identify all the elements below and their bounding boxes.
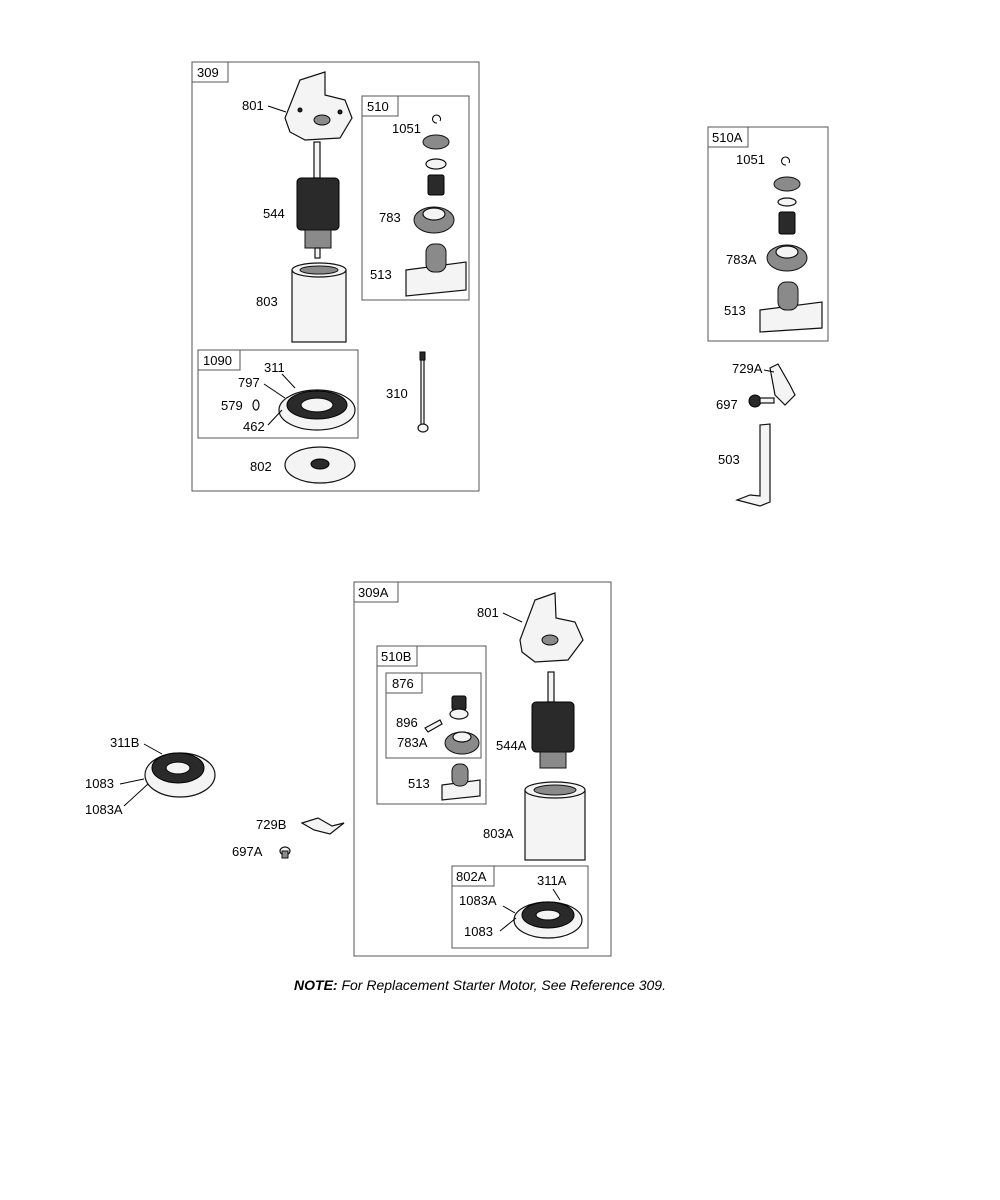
part-697A-label: 697A [232, 844, 263, 859]
note-prefix: NOTE: [294, 977, 338, 993]
part-803-label: 803 [256, 294, 278, 309]
kit-309-box [191, 61, 480, 492]
part-801-label-b: 801 [477, 605, 499, 620]
part-1083A-label-b: 1083A [459, 893, 497, 908]
part-803A-label: 803A [483, 826, 514, 841]
kit-510B-label: 510B [381, 649, 411, 664]
part-876-stack-shape [424, 695, 469, 733]
part-311A-label: 311A [537, 873, 567, 888]
kit-802A-box [451, 865, 589, 949]
part-802A-brush-holder-shape [513, 901, 583, 939]
kit-309A-group: 309A 801 510B 876 896 783A 513 [353, 581, 612, 957]
kit-510B-box [376, 645, 487, 805]
part-783A-label: 783A [726, 252, 757, 267]
part-513-shape-b [759, 281, 823, 333]
part-801-label: 801 [242, 98, 264, 113]
kit-510-box [361, 95, 470, 301]
kit-876-label: 876 [392, 676, 414, 691]
part-697-label: 697 [716, 397, 738, 412]
part-729B-label: 729B [256, 817, 286, 832]
part-544-label: 544 [263, 206, 285, 221]
part-1051-label-b: 1051 [736, 152, 765, 167]
kit-510A-tag [707, 126, 749, 148]
part-1083-label-b: 1083 [464, 924, 493, 939]
kit-876-box [385, 672, 482, 759]
part-311-label: 311 [264, 360, 285, 375]
part-513-label-c: 513 [408, 776, 430, 791]
part-729A-label: 729A [732, 361, 763, 376]
part-513-label-b: 513 [724, 303, 746, 318]
kit-802A-label: 802A [456, 869, 487, 884]
part-801-shape-b [519, 592, 584, 663]
part-783A-shape [766, 244, 808, 272]
part-1083A-label: 1083A [85, 802, 123, 817]
part-510A-stack-shape [773, 176, 801, 235]
kit-510A-box [707, 126, 829, 342]
kit-309A-label: 309A [358, 585, 389, 600]
part-797-label: 797 [238, 375, 260, 390]
part-783-shape [413, 206, 455, 234]
kit-1090-label: 1090 [203, 353, 232, 368]
kit-510-label: 510 [367, 99, 389, 114]
part-311B-label: 311B [110, 735, 139, 750]
part-503-shape [735, 423, 771, 507]
part-802-shape [284, 446, 356, 484]
part-310-shape [417, 351, 429, 433]
part-697A-shape [279, 846, 291, 859]
kit-510A-label: 510A [712, 130, 743, 145]
kit-802A-tag [451, 865, 495, 887]
part-803-shape [291, 262, 347, 343]
part-729A-shape [769, 363, 796, 406]
kit-1090-tag [197, 349, 241, 371]
part-697-shape [748, 394, 775, 408]
part-1051-ring-shape [432, 114, 441, 124]
kit-309-group: 309 801 544 803 510 [191, 61, 480, 492]
kit-309-label: 309 [197, 65, 219, 80]
part-801-shape [284, 71, 353, 141]
kit-309-tag [191, 61, 229, 83]
part-513-shape [405, 243, 467, 297]
kit-510-tag [361, 95, 399, 117]
part-783A-label-b: 783A [397, 735, 428, 750]
part-803A-shape [524, 781, 586, 861]
kit-510A-group: 510A 1051 783A 513 [707, 126, 829, 342]
replacement-note: NOTE: For Replacement Starter Motor, See… [0, 977, 960, 993]
part-311B-shape [144, 752, 216, 798]
part-1051-ring-shape-b [781, 156, 790, 166]
part-462-label: 462 [243, 419, 265, 434]
part-513-label: 513 [370, 267, 392, 282]
kit-876-tag [385, 672, 423, 694]
part-1051-label: 1051 [392, 121, 421, 136]
kit-510B-tag [376, 645, 418, 667]
part-544-shape [296, 141, 340, 259]
part-1090-brush-holder-shape [278, 389, 356, 431]
part-783-label: 783 [379, 210, 401, 225]
part-783A-shape-b [444, 731, 480, 755]
part-513-shape-c [441, 763, 481, 801]
part-729B-shape [300, 817, 345, 835]
note-text: For Replacement Starter Motor, See Refer… [337, 977, 666, 993]
kit-1090-box [197, 349, 359, 439]
part-503-label: 503 [718, 452, 740, 467]
kit-309A-box [353, 581, 612, 957]
part-579-label: 579 [221, 398, 243, 413]
part-544A-shape [531, 671, 575, 769]
part-896-label: 896 [396, 715, 418, 730]
part-310-label: 310 [386, 386, 408, 401]
part-544A-label: 544A [496, 738, 527, 753]
part-1083-label: 1083 [85, 776, 114, 791]
kit-309A-tag [353, 581, 399, 603]
part-802-label: 802 [250, 459, 272, 474]
part-510-stack-shape [422, 134, 450, 196]
part-579-shape [252, 399, 260, 411]
